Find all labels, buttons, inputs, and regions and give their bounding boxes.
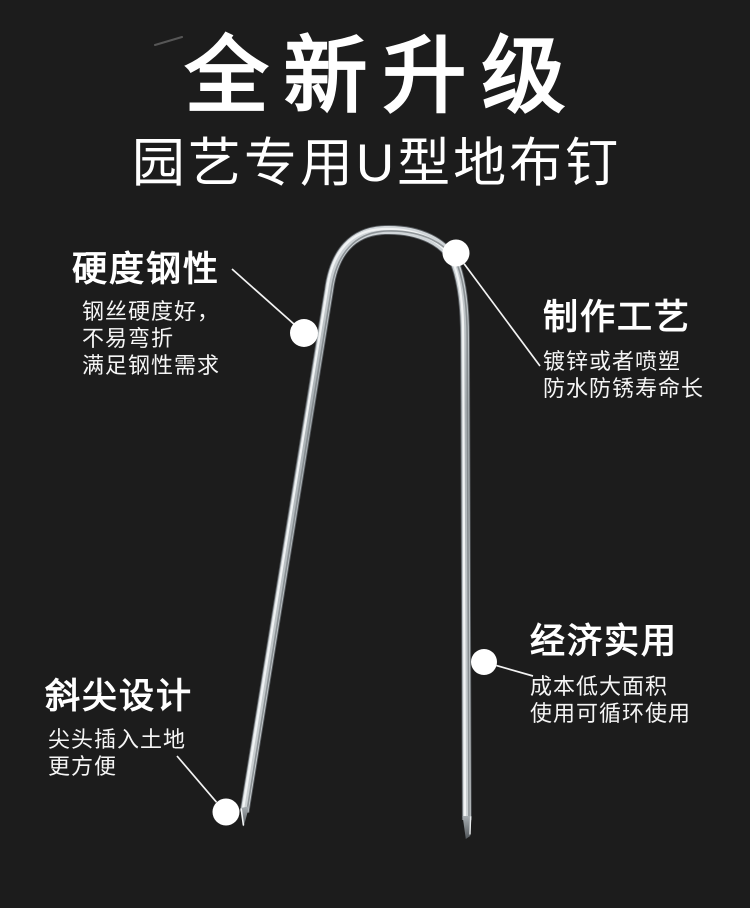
callout-hardness: 硬度钢性 钢丝硬度好， 不易弯折 满足钢性需求	[72, 250, 220, 379]
callout-craftsmanship: 制作工艺 镀锌或者喷塑 防水防锈寿命长	[543, 298, 704, 402]
pin-left-tip-highlight	[240, 808, 245, 826]
page-title: 全新升级	[184, 29, 581, 123]
pin-edge-shade	[245, 230, 470, 822]
pin-outline	[239, 225, 472, 821]
callout-hardness-line: 钢丝硬度好，	[82, 299, 221, 324]
marker-dot-economy	[471, 649, 497, 675]
connector-line-economy	[496, 664, 534, 677]
marker-dot-angled-tip	[212, 798, 240, 826]
callout-economy-line: 成本低大面积	[530, 674, 669, 699]
callout-angled-tip-description: 尖头插入土地 更方便	[45, 726, 193, 780]
pin-body	[240, 225, 471, 821]
callout-economy: 经济实用 成本低大面积 使用可循环使用	[530, 622, 691, 727]
connector-line-hardness	[231, 268, 295, 326]
pin-right-tip	[462, 816, 472, 839]
callout-craftsmanship-title: 制作工艺	[543, 298, 692, 337]
callout-economy-title: 经济实用	[530, 622, 679, 661]
connector-line-craftsmanship	[463, 263, 541, 367]
connector-lines	[176, 263, 541, 803]
marker-dot-craftsmanship	[442, 239, 470, 267]
callout-angled-tip-line: 尖头插入土地	[48, 727, 187, 752]
callout-hardness-line: 满足钢性需求	[82, 353, 221, 378]
marker-dots	[212, 239, 497, 826]
callout-angled-tip-line: 更方便	[48, 754, 118, 779]
callout-craftsmanship-description: 镀锌或者喷塑 防水防锈寿命长	[543, 348, 704, 402]
pin-highlight	[241, 227, 467, 820]
scratch-mark	[154, 36, 183, 46]
pin-right-tip-highlight	[469, 816, 472, 835]
page-subtitle: 园艺专用U型地布钉	[131, 134, 622, 193]
marker-dot-hardness	[290, 319, 318, 347]
callout-hardness-description: 钢丝硬度好， 不易弯折 满足钢性需求	[72, 298, 220, 379]
connector-line-angled-tip	[176, 755, 218, 803]
callout-economy-description: 成本低大面积 使用可循环使用	[530, 673, 691, 727]
callout-angled-tip-title: 斜尖设计	[45, 677, 194, 716]
callout-hardness-title: 硬度钢性	[72, 250, 221, 289]
callout-economy-line: 使用可循环使用	[530, 701, 692, 726]
callout-hardness-line: 不易弯折	[82, 326, 175, 351]
callout-craftsmanship-line: 防水防锈寿命长	[543, 376, 705, 401]
callout-angled-tip: 斜尖设计 尖头插入土地 更方便	[45, 677, 193, 780]
u-pin-image	[239, 225, 472, 839]
callout-craftsmanship-line: 镀锌或者喷塑	[543, 349, 682, 374]
